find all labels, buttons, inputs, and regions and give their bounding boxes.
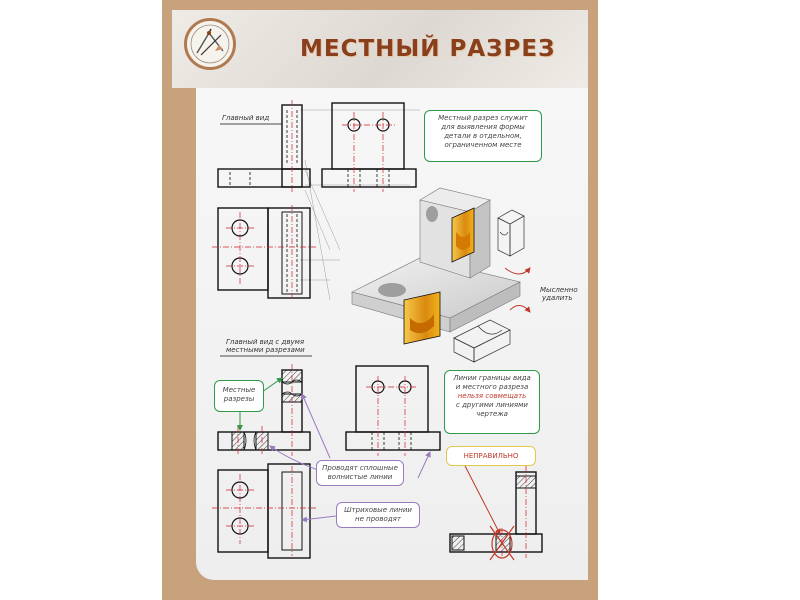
header-band	[172, 10, 588, 88]
note-hatch-lines: Штриховые линии не проводят	[336, 502, 420, 528]
note-local-sections-line: Местные	[222, 386, 256, 394]
note-boundary-line-red: нельзя совмещать	[457, 392, 527, 400]
note-wrong: НЕПРАВИЛЬНО	[446, 446, 536, 466]
label-main-view-two-sections-2: местными разрезами	[226, 346, 305, 354]
pointer-arrows	[237, 377, 431, 523]
page-title: МЕСТНЫЙ РАЗРЕЗ	[300, 36, 556, 62]
top-orthographic-views	[212, 100, 420, 301]
drafting-compass-icon	[184, 18, 236, 70]
label-main-view-two-sections-1: Главный вид с двумя	[226, 338, 305, 346]
note-definition-line: детали в отдельном,	[444, 132, 522, 140]
note-wavy-line: Проводят сплошные	[322, 464, 398, 472]
note-local-sections-line: разрезы	[223, 395, 255, 403]
label-main-view: Главный вид	[222, 114, 270, 122]
note-hatch-line: не проводят	[355, 515, 401, 523]
note-boundary-line: и местного разреза	[455, 383, 529, 391]
content-panel	[196, 88, 588, 580]
note-boundary-line: с другими линиями	[456, 401, 528, 409]
isometric-part	[351, 187, 531, 363]
note-definition: Местный разрез служит для выявления форм…	[424, 110, 542, 162]
local-sections-views	[212, 355, 441, 559]
note-wavy-lines: Проводят сплошные волнистые линии	[316, 460, 404, 486]
note-local-sections: Местные разрезы	[214, 380, 264, 412]
note-definition-line: Местный разрез служит	[438, 114, 528, 122]
label-mentally-remove-1: Мысленно	[540, 286, 578, 294]
note-boundary-line: чертежа	[476, 410, 508, 418]
label-mentally-remove-2: удалить	[542, 294, 573, 302]
note-hatch-line: Штриховые линии	[344, 506, 412, 514]
note-boundary-rule: Линии границы вида и местного разреза не…	[444, 370, 540, 434]
note-definition-line: для выявления формы	[441, 123, 525, 131]
wrong-example-drawing	[449, 459, 543, 561]
note-boundary-line: Линии границы вида	[453, 374, 531, 382]
note-wavy-line: волнистые линии	[327, 473, 393, 481]
note-definition-line: ограниченном месте	[444, 141, 522, 149]
